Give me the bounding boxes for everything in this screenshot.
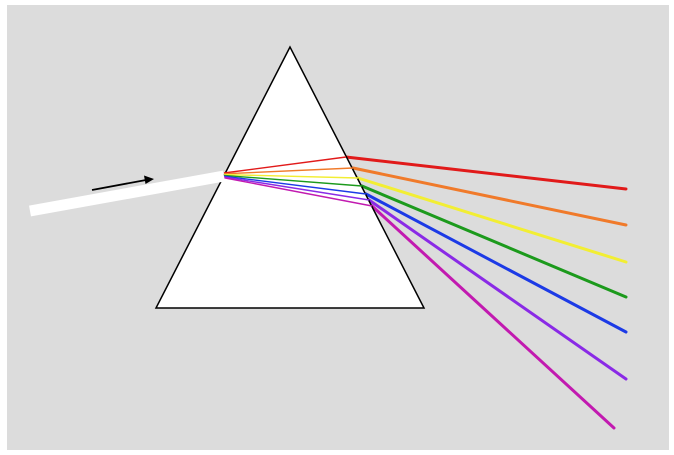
prism-dispersion-diagram (0, 0, 674, 455)
prism-dispersion-figure (0, 0, 674, 455)
